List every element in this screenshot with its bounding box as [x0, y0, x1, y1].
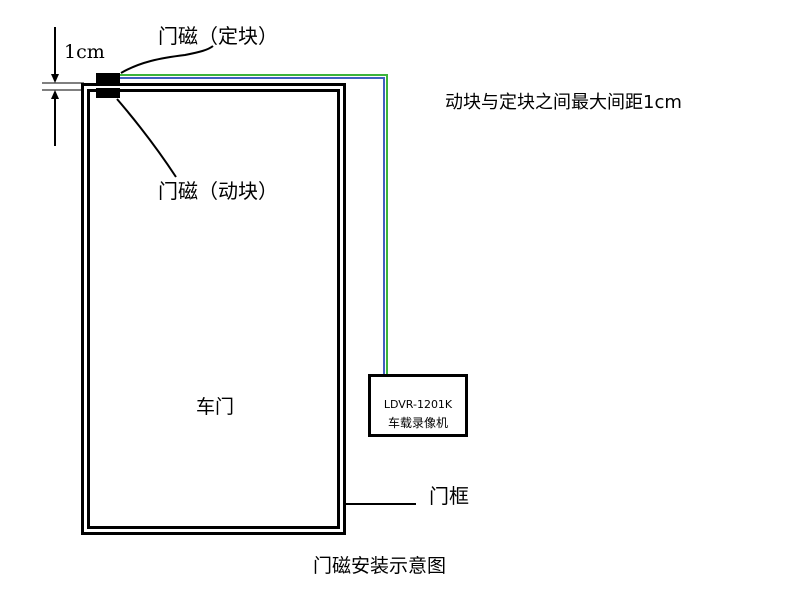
arrowhead-down-icon	[51, 74, 59, 83]
door-inner	[87, 89, 340, 529]
moving-block-leader	[116, 98, 177, 178]
wire-blue	[120, 77, 385, 374]
moving-block-label: 门磁（动块）	[158, 179, 278, 203]
max-gap-note: 动块与定块之间最大间距1cm	[445, 92, 682, 113]
door-frame-label: 门框	[429, 484, 469, 508]
arrowhead-up-icon	[51, 90, 59, 99]
wire-green	[120, 74, 388, 374]
diagram-caption: 门磁安装示意图	[313, 555, 446, 577]
gap-dimension-label: 1cm	[64, 41, 105, 63]
door-label: 车门	[196, 396, 234, 418]
fixed-magnet-block	[96, 73, 120, 84]
door-frame-outer	[81, 83, 346, 535]
fixed-block-label: 门磁（定块）	[158, 24, 278, 48]
recorder-name: 车载录像机	[388, 415, 448, 430]
recorder-box	[368, 374, 468, 437]
fixed-block-leader	[120, 45, 214, 74]
moving-magnet-block	[96, 88, 120, 98]
recorder-model: LDVR-1201K	[384, 398, 453, 411]
